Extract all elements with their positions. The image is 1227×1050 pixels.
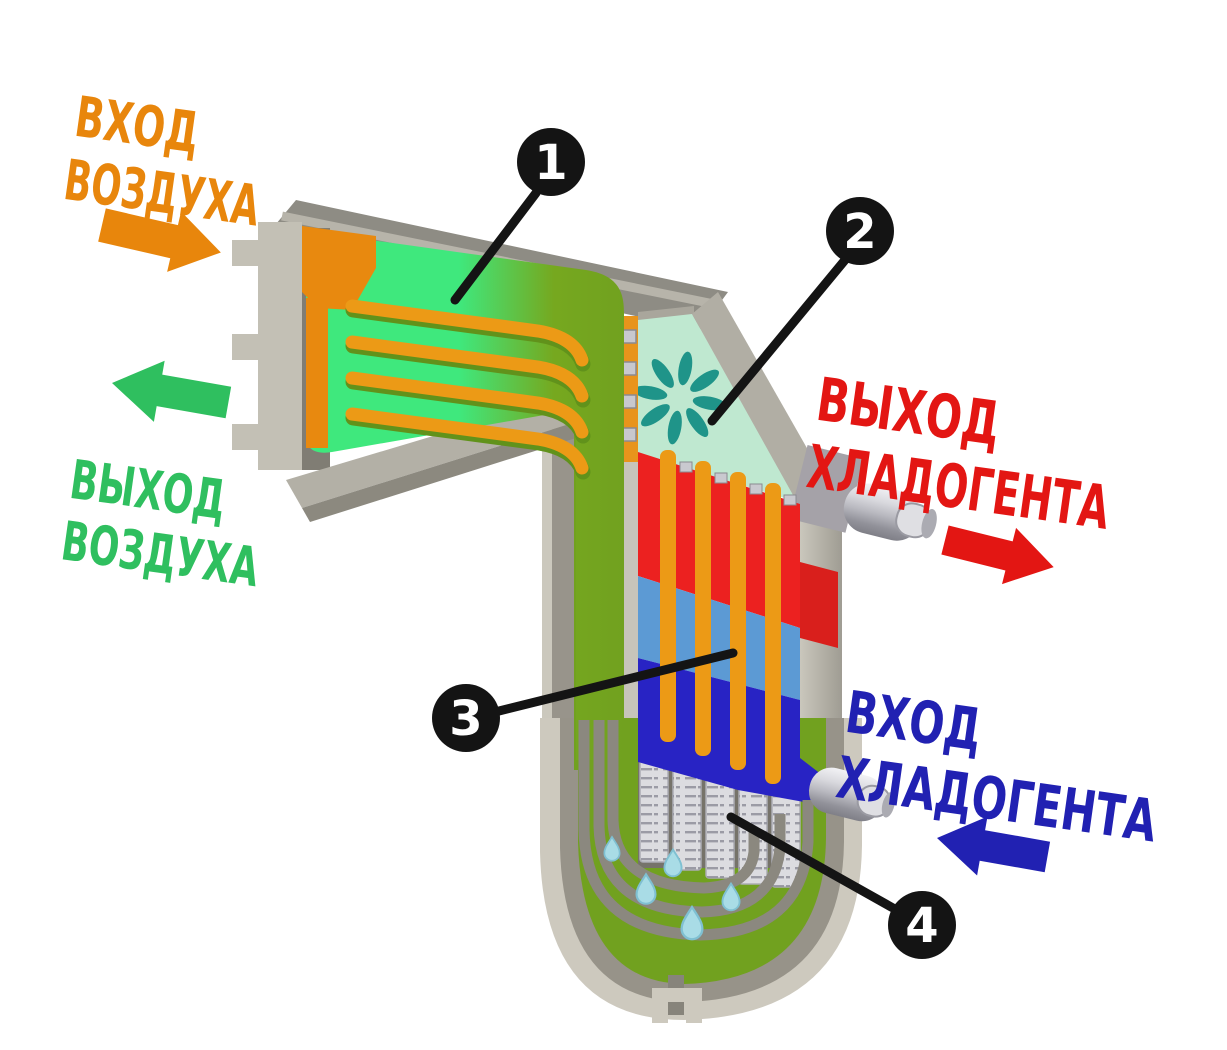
callout-line-2 (707, 255, 850, 426)
air-pipe-strip (345, 335, 589, 403)
air-outlet-line2: ВОЗДУХА (58, 509, 263, 599)
refrigerant-hot-band (638, 452, 800, 628)
end-cap-tab (232, 240, 262, 266)
condensate-droplets (603, 835, 741, 941)
pipe-tip (881, 792, 896, 818)
droplet-icon (680, 904, 704, 941)
drain-leg (686, 995, 702, 1023)
refrigerant-inlet-label: ВХОД ХЛАДОГЕНТА (832, 678, 1160, 856)
droplet-icon (603, 835, 621, 862)
callout-number: 1 (534, 135, 567, 191)
air-inlet-label: ВХОД ВОЗДУХА (60, 85, 264, 240)
tube-end (621, 394, 637, 409)
air-inlet-manifold (302, 226, 376, 310)
callout-number: 4 (905, 898, 938, 954)
drain-spout (652, 975, 702, 1023)
refrigerant-inlet-pipe (808, 767, 896, 822)
pipe-tip (921, 509, 937, 539)
chamber-bevel (692, 292, 824, 504)
duct-left-wall-outer (542, 398, 552, 758)
duct-bottom-face-shadow (302, 422, 576, 522)
callout-marker-1: 1 (517, 128, 585, 196)
stack-top-tube-ends (679, 461, 797, 506)
drain-leg (652, 995, 668, 1023)
callout-line-4 (726, 812, 898, 913)
separator-plates (639, 744, 801, 888)
snowflake-icon (633, 351, 727, 445)
droplet-icon (663, 847, 683, 878)
callout-number: 2 (843, 204, 876, 260)
refrigerant-section (638, 450, 826, 806)
separator-plate (705, 762, 735, 879)
refrigerant-inlet-arrow (937, 816, 1051, 876)
separator-plate (639, 744, 669, 863)
air-pipe-strip (345, 407, 589, 475)
refrigerant-outlet-arrow (941, 525, 1054, 585)
callouts (450, 188, 898, 913)
tube-end-strip (620, 316, 638, 462)
callout-marker-4: 4 (888, 891, 956, 959)
air-pipe-strip (345, 299, 589, 367)
channel-arc (593, 720, 786, 918)
air-outlet-arrow (112, 360, 232, 422)
end-cap-tab (232, 334, 262, 360)
air-pipe-strips (345, 299, 589, 475)
droplet-icon (635, 872, 657, 905)
callout-number: 3 (449, 691, 482, 747)
callout-markers: 1 2 3 4 (432, 128, 956, 959)
refrigerant-cool-band (638, 576, 800, 700)
channel-arc (607, 720, 760, 894)
air-tube (695, 461, 711, 756)
air-inlet-arrow (98, 208, 221, 272)
callout-marker-3: 3 (432, 684, 500, 752)
end-cap-tab (232, 424, 262, 450)
end-cap-face (258, 222, 302, 470)
air-tube (730, 472, 746, 770)
callout-line-1 (450, 188, 541, 305)
air-pipe-strip (345, 371, 589, 439)
air-tube (660, 450, 676, 742)
air-inlet-leg (306, 298, 328, 448)
droplet-icon (721, 881, 741, 912)
air-tube (765, 483, 781, 784)
duct-bottom-face (286, 398, 576, 508)
separator-plate (672, 753, 702, 871)
red-outlet-face (800, 562, 838, 648)
refrigerant-outlet-pipe (789, 444, 937, 541)
callout-line-3 (494, 648, 738, 716)
air-outlet-label: ВЫХОД ВОЗДУХА (58, 448, 263, 599)
callout-marker-2: 2 (826, 197, 894, 265)
chamber-top-strip (638, 306, 694, 322)
tube-end (621, 361, 637, 376)
tube-end (621, 427, 637, 442)
tube-end (621, 329, 637, 344)
